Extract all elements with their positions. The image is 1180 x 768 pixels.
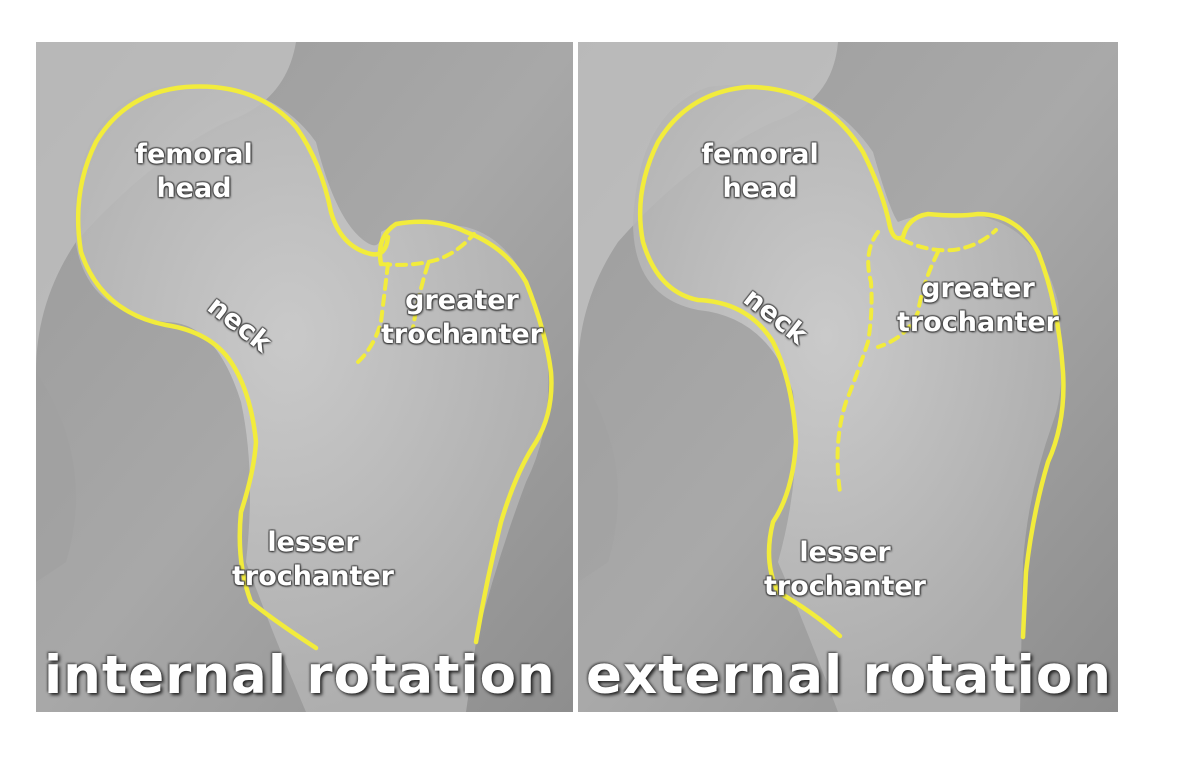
internal-rotation-xray	[36, 42, 573, 712]
femoral-head-label: femoral head	[135, 139, 253, 204]
internal-rotation-panel: femoral head neck greater trochanter les…	[36, 42, 573, 712]
lesser-trochanter-label: lesser trochanter	[232, 527, 394, 592]
external-rotation-panel: femoral head neck greater trochanter les…	[578, 42, 1118, 712]
femur-outline	[637, 84, 1066, 640]
greater-trochanter-label: greater trochanter	[897, 273, 1059, 338]
femoral-head-label: femoral head	[701, 139, 819, 204]
internal-rotation-caption: internal rotation	[44, 645, 556, 706]
femur-outline	[75, 84, 554, 651]
external-rotation-caption: external rotation	[586, 645, 1112, 706]
lesser-trochanter-label: lesser trochanter	[764, 537, 926, 602]
greater-trochanter-dashed-outline	[835, 228, 998, 494]
greater-trochanter-dashed-outline	[356, 232, 476, 364]
greater-trochanter-label: greater trochanter	[381, 285, 543, 350]
external-rotation-xray	[578, 42, 1118, 712]
